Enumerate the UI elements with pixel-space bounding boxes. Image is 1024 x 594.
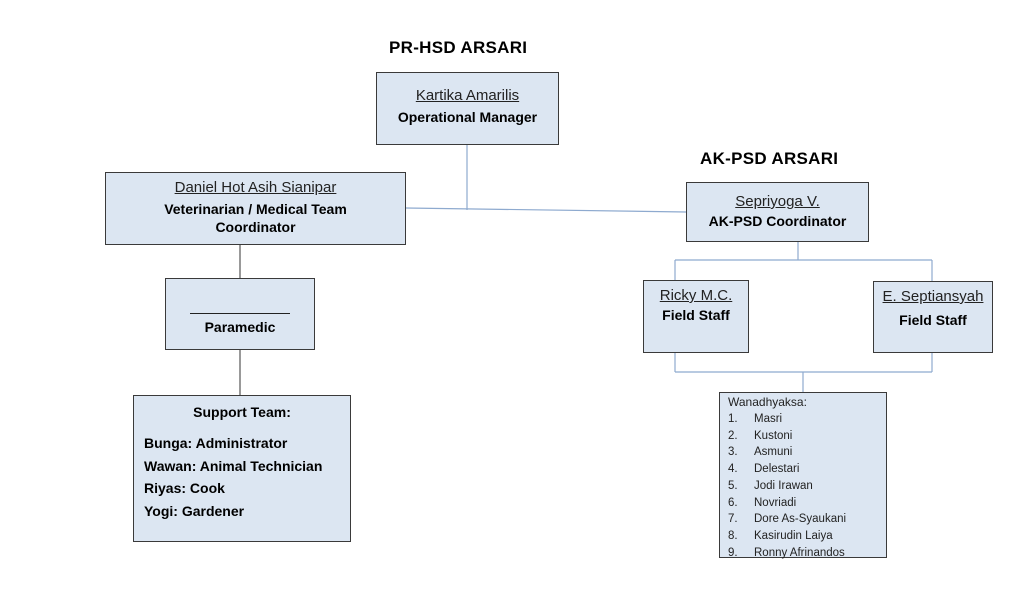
box-operational-manager: Kartika Amarilis Operational Manager [376,72,559,145]
connector-vet-akpsd [405,207,687,213]
box-vet-coordinator: Daniel Hot Asih Sianipar Veterinarian / … [105,172,406,245]
support-list: Bunga: Administrator Wawan: Animal Techn… [144,432,350,522]
support-member: Riyas: Cook [144,480,225,496]
box-field-staff-septiansyah: E. Septiansyah Field Staff [873,281,993,353]
list-item: 7.Dore As-Syaukani [728,513,847,526]
box-support-team: Support Team: Bunga: Administrator Wawan… [133,395,351,542]
vet-role: Veterinarian / Medical Team Coordinator [164,201,347,235]
paramedic-name-blank [190,313,290,314]
staff1-role: Field Staff [662,307,730,323]
support-member: Bunga: Administrator [144,435,288,451]
paramedic-role: Paramedic [204,319,276,335]
box-akpsd-coordinator: Sepriyoga V. AK-PSD Coordinator [686,182,869,242]
support-title: Support Team: [193,404,291,420]
title-pr-hsd: PR-HSD ARSARI [389,38,528,57]
akpsd-role: AK-PSD Coordinator [708,213,847,229]
list-item: 6.Novriadi [728,496,797,509]
staff2-name: E. Septiansyah [882,288,984,305]
support-member: Wawan: Animal Technician [144,457,323,474]
wanadhyaksa-list: 1.Masri 2.Kustoni 3.Asmuni 4.Delestari 5… [728,411,886,561]
list-item: 8.Kasirudin Laiya [728,529,833,542]
list-item: 4.Delestari [728,463,800,476]
list-item: 1.Masri [728,413,783,425]
box-wanadhyaksa: Wanadhyaksa: 1.Masri 2.Kustoni 3.Asmuni … [719,392,887,561]
box-field-staff-ricky: Ricky M.C. Field Staff [643,280,749,353]
support-member: Yogi: Gardener [144,502,245,519]
akpsd-name: Sepriyoga V. [735,193,820,210]
staff2-role: Field Staff [899,312,967,328]
vet-name: Daniel Hot Asih Sianipar [174,179,337,196]
box-paramedic: Paramedic [165,278,315,350]
staff1-name: Ricky M.C. [659,287,733,304]
title-ak-psd: AK-PSD ARSARI [700,149,839,168]
wanadhyaksa-title: Wanadhyaksa: [728,395,807,409]
manager-role: Operational Manager [397,109,538,125]
list-item: 2.Kustoni [728,429,793,442]
list-item: 3.Asmuni [728,446,793,459]
manager-name: Kartika Amarilis [415,87,520,104]
list-item: 5.Jodi Irawan [728,479,813,492]
list-item: 9.Ronny Afrinandos [728,546,845,559]
